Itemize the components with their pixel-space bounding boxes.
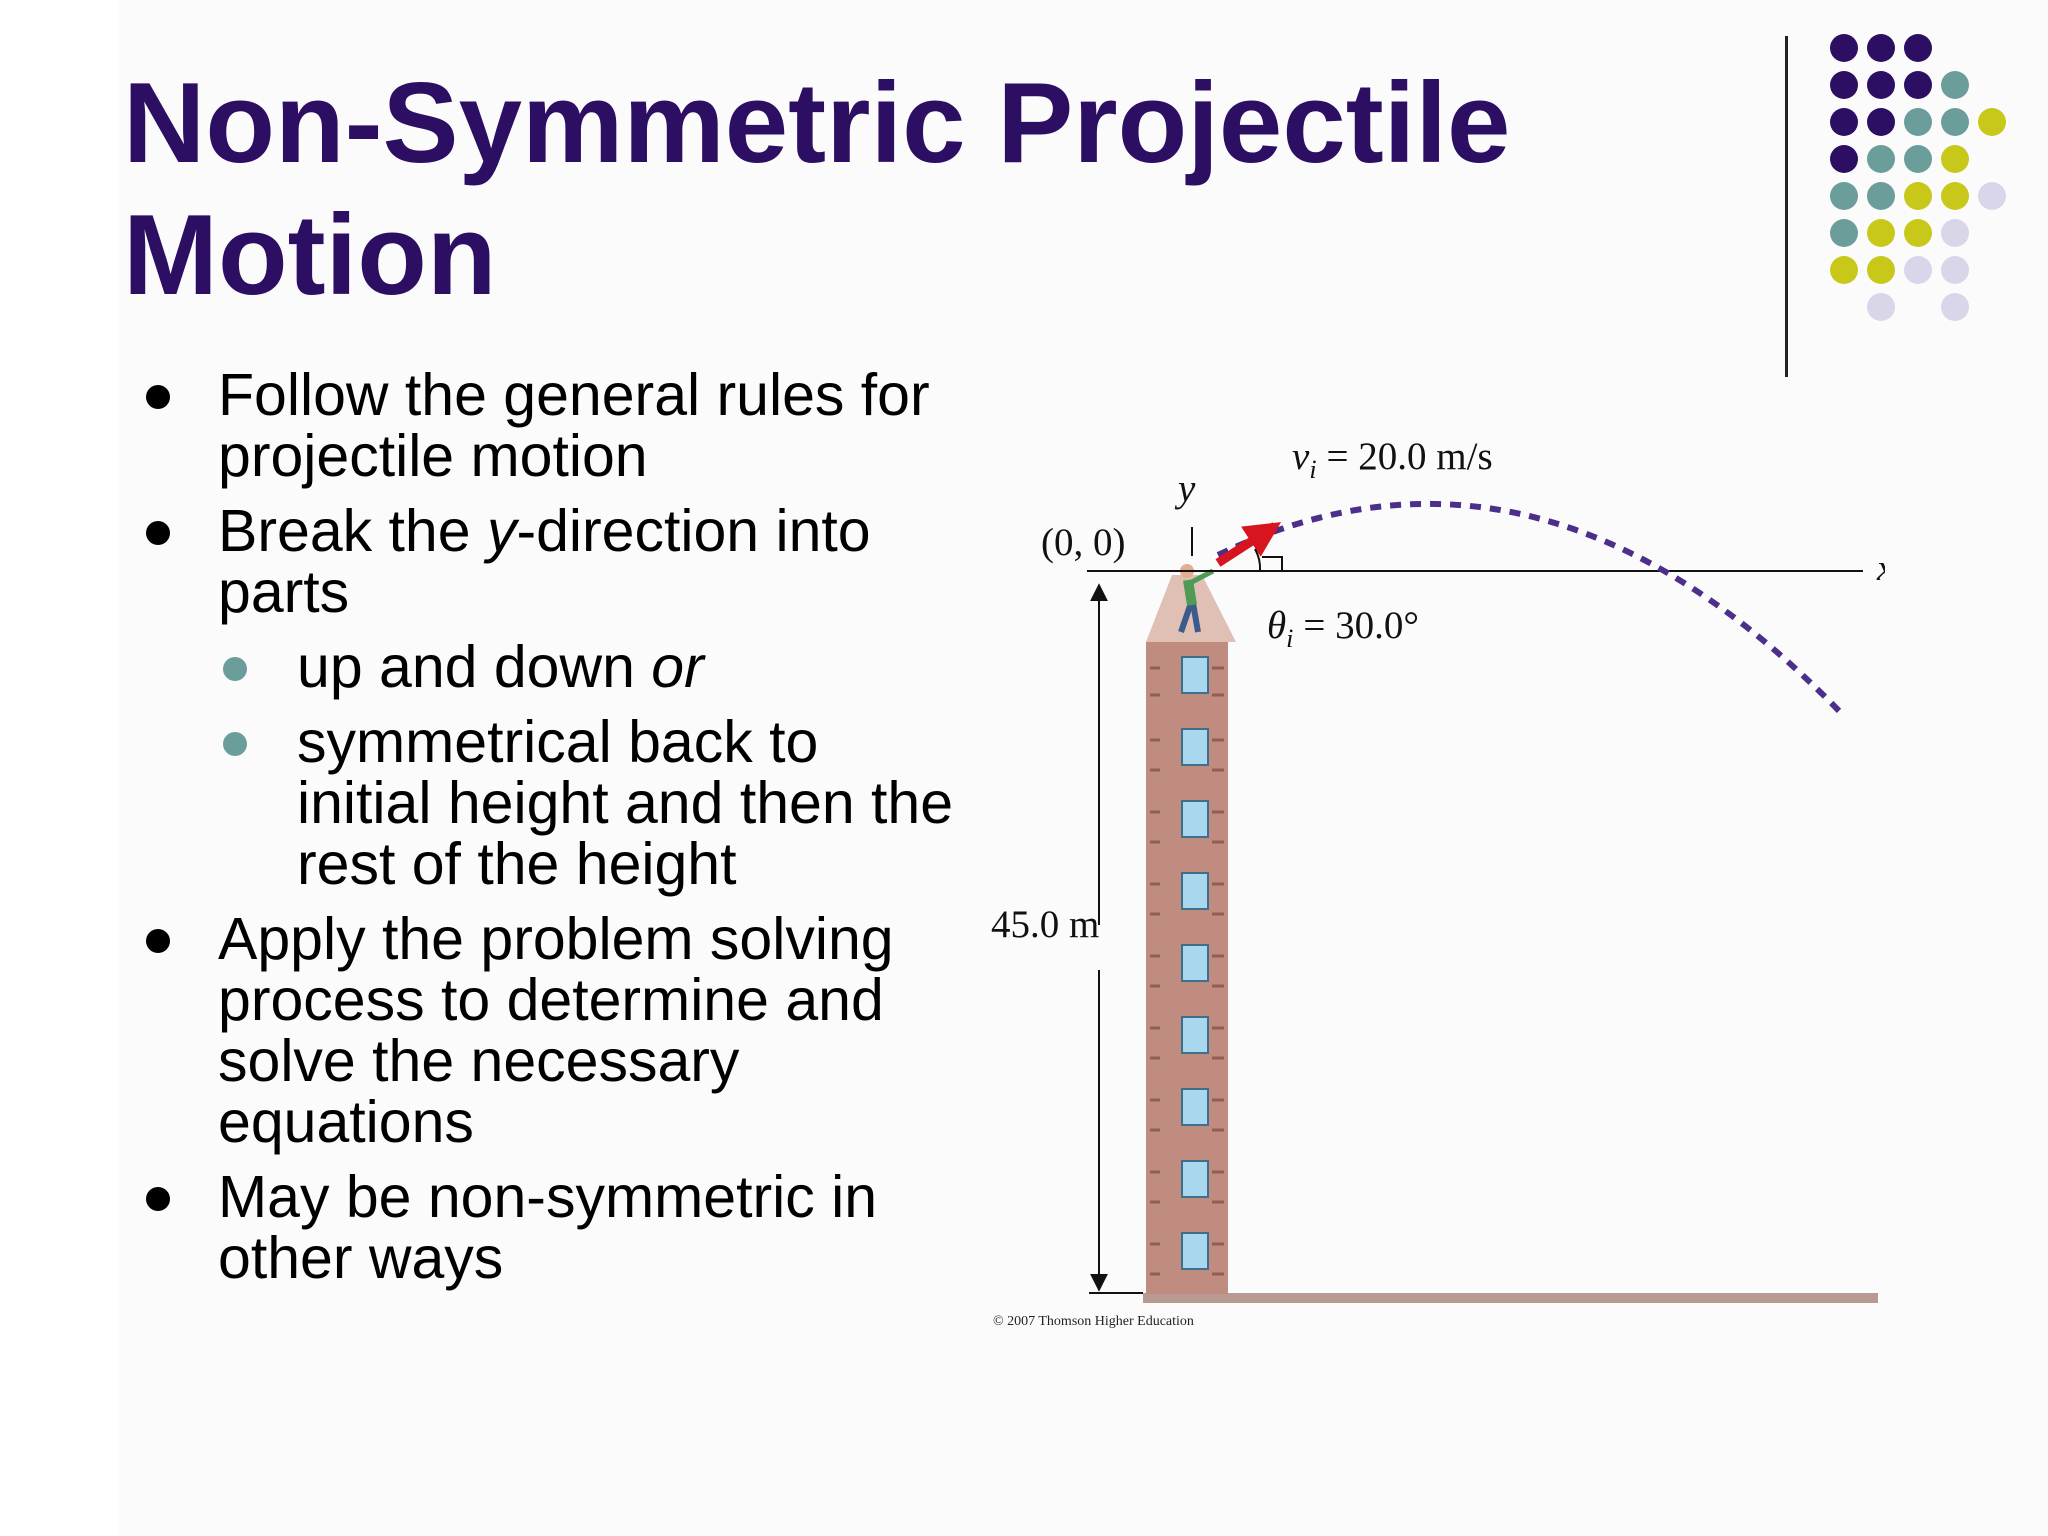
angle-subscript: i xyxy=(1286,624,1293,653)
velocity-label: vi = 20.0 m/s xyxy=(1292,435,1493,484)
angle-label: θi = 30.0° xyxy=(1267,604,1419,653)
bullet-item: Break the y-direction into parts xyxy=(140,501,960,623)
angle-arc xyxy=(1254,548,1262,572)
sub-bullet-item: up and down or xyxy=(140,637,960,698)
angle-value: = 30.0° xyxy=(1303,604,1419,647)
trajectory-path xyxy=(1216,500,1846,718)
brick-building xyxy=(1146,575,1236,1294)
bullet-text-pre: up and down xyxy=(297,634,652,700)
title-divider xyxy=(1785,36,1788,377)
bullet-text: Follow the general rules for projectile … xyxy=(218,362,930,489)
slide-title: Non-Symmetric Projectile Motion xyxy=(123,60,1511,319)
bullet-text-emphasis: y xyxy=(486,498,517,564)
bullet-item: May be non-symmetric in other ways xyxy=(140,1167,960,1289)
height-label: 45.0 m xyxy=(991,903,1099,946)
bullet-text: May be non-symmetric in other ways xyxy=(218,1164,878,1291)
bullet-text: symmetrical back to initial height and t… xyxy=(297,709,954,897)
velocity-arrow xyxy=(1215,522,1282,567)
bullet-item: Apply the problem solving process to det… xyxy=(140,909,960,1153)
bullet-text-pre: Break the xyxy=(218,498,487,564)
velocity-value: = 20.0 m/s xyxy=(1327,435,1493,478)
angle-symbol: θ xyxy=(1267,604,1286,647)
x-axis-label: x xyxy=(1876,548,1885,589)
copyright-notice: © 2007 Thomson Higher Education xyxy=(993,1314,1194,1329)
ground xyxy=(1143,1293,1878,1303)
velocity-subscript: i xyxy=(1309,455,1316,484)
velocity-symbol: v xyxy=(1292,435,1310,478)
bullet-item: Follow the general rules for projectile … xyxy=(140,365,960,487)
person-figure xyxy=(1178,564,1215,633)
origin-label: (0, 0) xyxy=(1041,521,1125,564)
angle-bracket xyxy=(1262,556,1283,571)
y-axis-label: y xyxy=(1174,467,1196,510)
bullet-text-post: -direction into parts xyxy=(218,498,871,625)
bullet-text: Apply the problem solving process to det… xyxy=(218,906,894,1155)
sub-bullet-item: symmetrical back to initial height and t… xyxy=(140,712,960,895)
slide-background xyxy=(118,0,2048,1536)
projectile-diagram: (0, 0) y x vi= 20.0 m/s θi= 30.0° 45.0 m… xyxy=(991,435,1885,1329)
bullet-text-emphasis: or xyxy=(651,634,704,700)
bullet-list: Follow the general rules for projectile … xyxy=(140,365,960,1303)
